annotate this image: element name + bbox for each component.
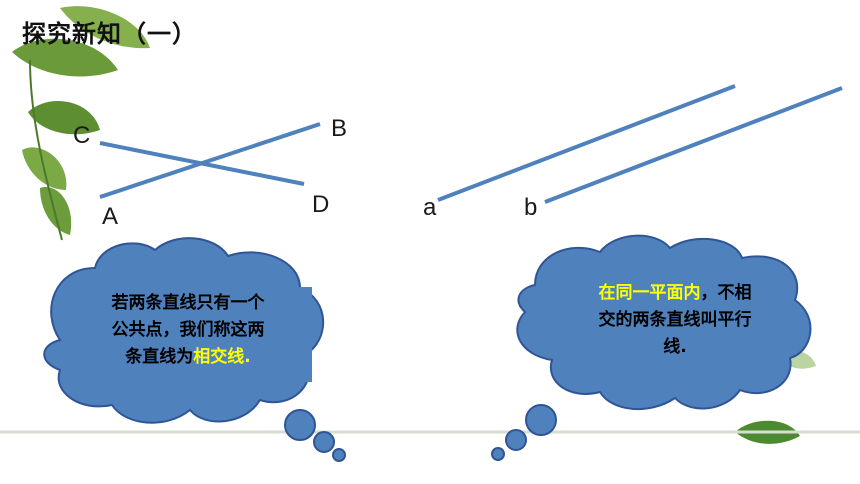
parallel-definition-line-3: 线. (663, 337, 687, 357)
leaf-3 (28, 100, 100, 135)
right-cloud-body (516, 234, 812, 410)
parallel-lines-definition: 在同一平面内，不相 交的两条直线叫平行 线. (555, 280, 795, 361)
right-bubble-medium (505, 429, 527, 451)
point-label-a: A (102, 203, 119, 230)
line-label-a: a (423, 194, 437, 221)
point-label-b: B (331, 115, 348, 142)
definition-line-3-prefix: 条直线为 (125, 347, 194, 367)
right-bubble-small (491, 447, 505, 461)
term-same-plane: 在同一平面内 (598, 283, 701, 303)
right-bubble-large (525, 404, 557, 436)
definition-line-3: 条直线为相交线. (68, 344, 308, 371)
leaf-1 (12, 38, 118, 77)
leaf-5 (40, 187, 72, 235)
line-label-b: b (524, 194, 538, 221)
left-bubble-small (332, 448, 346, 462)
line-a (437, 84, 736, 202)
definition-line-3-suffix: . (244, 347, 251, 367)
parallel-definition-line-1-suffix: ，不相 (700, 283, 752, 303)
intersecting-lines-definition: 若两条直线只有一个 公共点，我们称这两 条直线为相交线. (68, 290, 308, 371)
line-cd (99, 141, 305, 186)
right-thought-cloud (491, 234, 812, 461)
line-ab (99, 122, 321, 199)
point-label-d: D (312, 191, 330, 218)
left-cloud-text-panel (62, 287, 312, 382)
parallel-definition-line-2: 交的两条直线叫平行 (598, 310, 752, 330)
definition-line-1: 若两条直线只有一个 (111, 293, 265, 313)
term-intersecting-lines: 相交线 (193, 347, 245, 367)
leaf-6 (29, 59, 63, 241)
definition-line-2: 公共点，我们称这两 (111, 320, 265, 340)
left-bubble-large (284, 409, 316, 441)
left-bubble-medium (313, 431, 335, 453)
leaf-2 (60, 6, 150, 49)
point-label-c: C (73, 122, 91, 149)
line-b (544, 86, 843, 204)
parallel-definition-line-1: 在同一平面内，不相 (555, 280, 795, 307)
page-title: 探究新知（一） (22, 20, 197, 48)
